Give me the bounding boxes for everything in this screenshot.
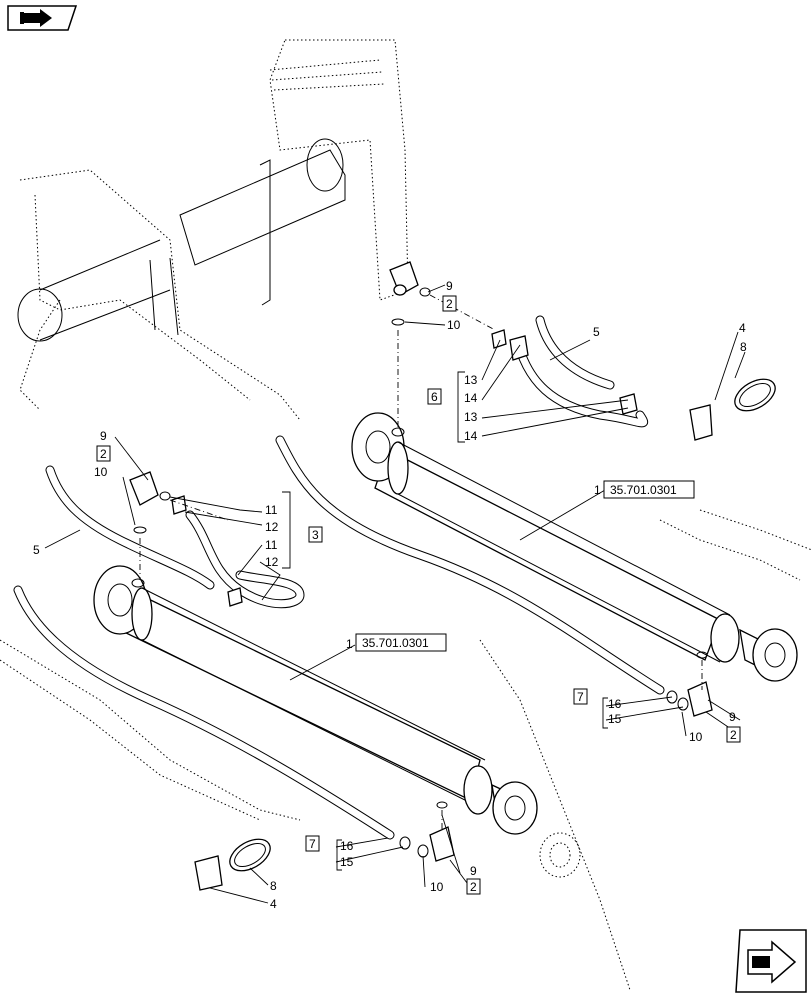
- callout-14: 14: [464, 429, 478, 443]
- callout-box-2: [466, 878, 481, 895]
- fittings: [129, 261, 713, 862]
- callout-box-3: [308, 526, 323, 543]
- callout-7: 7: [309, 837, 316, 851]
- callout-16: 16: [340, 839, 354, 853]
- hose-clamps: [194, 378, 776, 891]
- callout-box-7: [305, 835, 320, 852]
- callout-3: 3: [312, 528, 319, 542]
- callout-16: 16: [608, 697, 622, 711]
- callout-10: 10: [447, 318, 461, 332]
- callout-4: 4: [270, 897, 277, 911]
- callout-7: 7: [577, 690, 584, 704]
- callout-13: 13: [464, 410, 478, 424]
- callout-13: 13: [464, 373, 478, 387]
- callout-box-ref-upper: [603, 480, 695, 499]
- callout-15: 15: [608, 712, 622, 726]
- callout-8: 8: [270, 879, 277, 893]
- callout-9: 9: [470, 864, 477, 878]
- callout-2: 2: [730, 728, 737, 742]
- callout-11: 11: [265, 538, 278, 552]
- callout-box-6: [427, 388, 442, 405]
- callout-box-ref-lower: [355, 633, 447, 652]
- callout-ref-upper: 35.701.0301: [610, 483, 677, 497]
- leader-lines: [44, 284, 746, 904]
- callout-14: 14: [464, 391, 478, 405]
- centre-lines: [139, 294, 703, 830]
- callout-15: 15: [340, 855, 354, 869]
- callout-4: 4: [739, 321, 746, 335]
- callout-5: 5: [593, 325, 600, 339]
- callout-9: 9: [446, 279, 453, 293]
- callout-2: 2: [100, 447, 107, 461]
- callout-2: 2: [470, 880, 477, 894]
- callout-8: 8: [740, 340, 747, 354]
- brackets: [282, 371, 608, 871]
- background-bits: [539, 832, 581, 878]
- callout-10: 10: [689, 730, 703, 744]
- callout-box-2: [442, 295, 457, 312]
- hose-lines: [13, 315, 665, 840]
- callout-11: 11: [265, 503, 278, 517]
- upper-cylinder: [351, 412, 798, 682]
- callout-box-7: [573, 688, 588, 705]
- callout-10: 10: [430, 880, 444, 894]
- callout-ref-lower: 35.701.0301: [362, 636, 429, 650]
- callout-box-2: [726, 726, 741, 743]
- loader-frame-outline: [0, 39, 812, 991]
- callout-10: 10: [94, 465, 108, 479]
- callout-6: 6: [431, 390, 438, 404]
- callout-labels: 9 2 10 5 4 8 6 13 14 13 14 1 35.701.0301…: [33, 279, 747, 911]
- callout-2: 2: [446, 297, 453, 311]
- lower-cylinder: [93, 565, 538, 835]
- callout-12: 12: [265, 520, 279, 534]
- callout-9: 9: [729, 710, 736, 724]
- next-page-arrow-icon[interactable]: [735, 929, 807, 993]
- callout-box-2: [96, 445, 111, 462]
- callout-12: 12: [265, 555, 279, 569]
- callout-1: 1: [594, 483, 601, 497]
- book-arrow-icon[interactable]: [7, 5, 78, 31]
- callout-5: 5: [33, 543, 40, 557]
- callout-1: 1: [346, 637, 353, 651]
- callout-9: 9: [100, 429, 107, 443]
- cross-beam: [17, 138, 346, 342]
